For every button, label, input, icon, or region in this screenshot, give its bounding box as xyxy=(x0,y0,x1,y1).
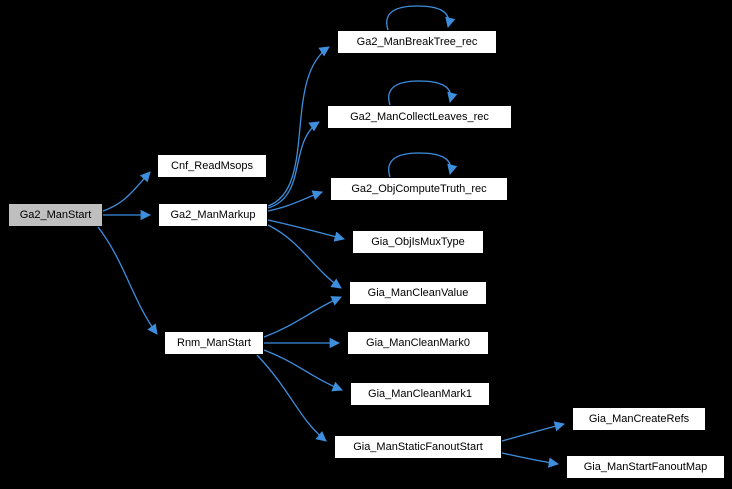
node-ga2-manbreaktree-rec[interactable]: Ga2_ManBreakTree_rec xyxy=(337,30,497,54)
node-gia-mancleanvalue[interactable]: Gia_ManCleanValue xyxy=(349,281,487,305)
node-cnf-readmsops[interactable]: Cnf_ReadMsops xyxy=(157,154,267,178)
edge-ga2_manmarkup-to-ga2_objcomputetruth_rec xyxy=(267,190,323,212)
node-gia-mancleanmark1[interactable]: Gia_ManCleanMark1 xyxy=(350,382,490,406)
node-ga2-mancollectleaves-rec[interactable]: Ga2_ManCollectLeaves_rec xyxy=(327,105,512,129)
edge-gia_manstaticfanoutstart-to-gia_mancreaterefs xyxy=(501,421,566,442)
edge-ga2_manmarkup-to-gia_objismuxtype xyxy=(267,219,346,242)
edge-rnm_manstart-to-gia_mancleanmark1 xyxy=(263,349,343,392)
node-gia-mancleanmark0[interactable]: Gia_ManCleanMark0 xyxy=(347,331,489,355)
node-gia-mancreaterefs[interactable]: Gia_ManCreateRefs xyxy=(572,407,706,431)
edge-gia_manstaticfanoutstart-to-gia_manstartfanoutmap xyxy=(501,452,560,468)
edge-ga2_manmarkup-to-ga2_mancollectleaves_rec xyxy=(267,121,320,209)
node-ga2-manmarkup[interactable]: Ga2_ManMarkup xyxy=(158,203,268,227)
edge-ga2_manmarkup-to-gia_mancleanvalue xyxy=(267,224,342,289)
edge-ga2_manmarkup-to-ga2_manbreaktree_rec xyxy=(267,46,330,207)
node-rnm-manstart[interactable]: Rnm_ManStart xyxy=(164,331,264,355)
node-gia-manstartfanoutmap[interactable]: Gia_ManStartFanoutMap xyxy=(566,455,725,479)
edge-ga2_manstart-to-cnf_readmsops xyxy=(102,171,151,212)
node-gia-objismuxtype[interactable]: Gia_ObjIsMuxType xyxy=(352,230,484,254)
edge-ga2_manstart-to-rnm_manstart xyxy=(97,226,158,335)
node-ga2-manstart[interactable]: Ga2_ManStart xyxy=(8,203,103,227)
edge-self-ga2_objcomputetruth_rec xyxy=(388,152,458,178)
edge-self-ga2_mancollectleaves_rec xyxy=(388,80,458,106)
edge-self-ga2_manbreaktree_rec xyxy=(386,5,456,31)
node-gia-manstaticfanoutstart[interactable]: Gia_ManStaticFanoutStart xyxy=(334,435,502,459)
edge-rnm_manstart-to-gia_manstaticfanoutstart xyxy=(256,354,327,442)
edge-rnm_manstart-to-gia_mancleanvalue xyxy=(263,296,342,338)
node-ga2-objcomputetruth-rec[interactable]: Ga2_ObjComputeTruth_rec xyxy=(330,177,508,201)
